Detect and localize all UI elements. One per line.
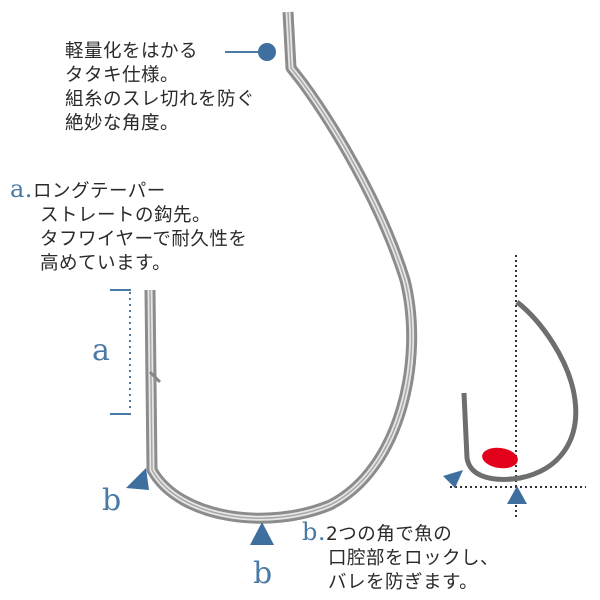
- callout-marker: a.: [10, 175, 33, 203]
- triangle-marker-left: [126, 468, 149, 490]
- length-bracket: [110, 289, 131, 415]
- label-a: a: [92, 333, 110, 368]
- callout-line: 高めています。: [40, 253, 172, 274]
- triangle-marker-bottom: [250, 522, 274, 545]
- callout-a: a.ロングテーパー ストレートの鈎先。 タフワイヤーで耐久性を 高めています。: [10, 177, 247, 276]
- callout-line: バレを防ぎます。: [328, 572, 479, 593]
- triangle-marker-diagram-bottom: [507, 486, 527, 504]
- triangle-marker-diagram-left: [443, 470, 463, 488]
- main-hook: [144, 11, 418, 524]
- lock-diagram: [443, 255, 586, 520]
- callout-line: ロングテーパー: [32, 181, 166, 202]
- callout-line: 2つの角で魚の: [326, 524, 453, 545]
- label-b-bottom: b: [253, 556, 273, 591]
- callout-marker: b.: [302, 518, 326, 546]
- label-b-left: b: [102, 483, 122, 518]
- callout-dot: [258, 43, 276, 61]
- callout-line: 軽量化をはかる: [65, 41, 199, 62]
- callout-line: ストレートの鈎先。: [40, 205, 212, 226]
- callout-line: 組糸のスレ切れを防ぐ: [65, 89, 256, 110]
- lock-point: [482, 447, 518, 469]
- callout-line: 口腔部をロックし、: [328, 548, 500, 569]
- callout-top: 軽量化をはかる タタキ仕様。 組糸のスレ切れを防ぐ 絶妙な角度。: [65, 40, 255, 136]
- callout-line: 絶妙な角度。: [65, 113, 180, 134]
- callout-line: タフワイヤーで耐久性を: [40, 229, 248, 250]
- callout-b: b.2つの角で魚の 口腔部をロックし、 バレを防ぎます。: [302, 520, 499, 595]
- barb: [148, 370, 162, 384]
- callout-line: タタキ仕様。: [65, 65, 180, 86]
